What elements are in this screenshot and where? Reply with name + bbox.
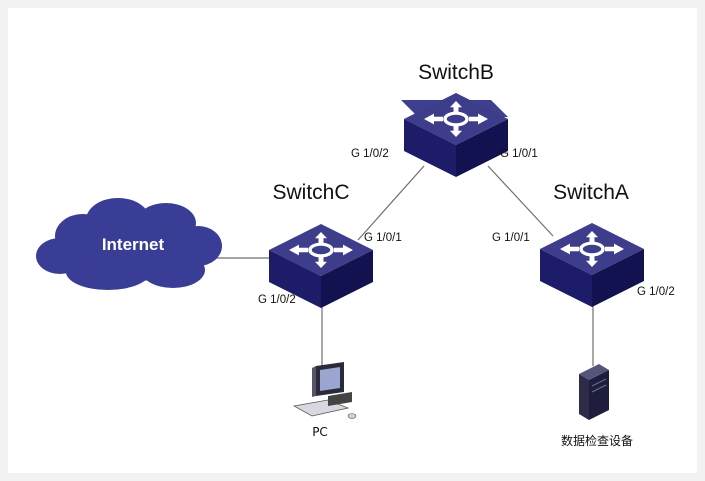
pc-icon[interactable] [292, 362, 357, 419]
internet-cloud-icon[interactable] [36, 198, 222, 290]
port-label-a-g1-0-2: G 1/0/2 [637, 286, 675, 298]
server-icon[interactable] [579, 364, 609, 420]
port-label-b-g1-0-2: G 1/0/2 [351, 148, 389, 160]
port-label-b-g1-0-1: G 1/0/1 [500, 148, 538, 160]
switch-b-label: SwitchB [418, 61, 494, 84]
port-label-c-g1-0-2: G 1/0/2 [258, 294, 296, 306]
switch-a[interactable] [540, 223, 644, 307]
server-label: 数据检查设备 [561, 433, 633, 448]
link-b-a [487, 165, 554, 237]
port-label-a-g1-0-1: G 1/0/1 [492, 232, 530, 244]
topology-diagram: SwitchB SwitchC SwitchA G 1/0/2 G 1/0/1 … [36, 61, 675, 448]
internet-label: Internet [102, 235, 165, 254]
switch-c[interactable] [269, 224, 373, 308]
switch-c-label: SwitchC [272, 181, 349, 204]
port-label-c-g1-0-1: G 1/0/1 [364, 232, 402, 244]
link-b-c [357, 165, 425, 241]
pc-label: PC [312, 425, 328, 439]
topology-canvas: SwitchB SwitchC SwitchA G 1/0/2 G 1/0/1 … [8, 8, 697, 473]
switch-a-label: SwitchA [553, 181, 629, 204]
switch-b[interactable] [401, 93, 508, 177]
